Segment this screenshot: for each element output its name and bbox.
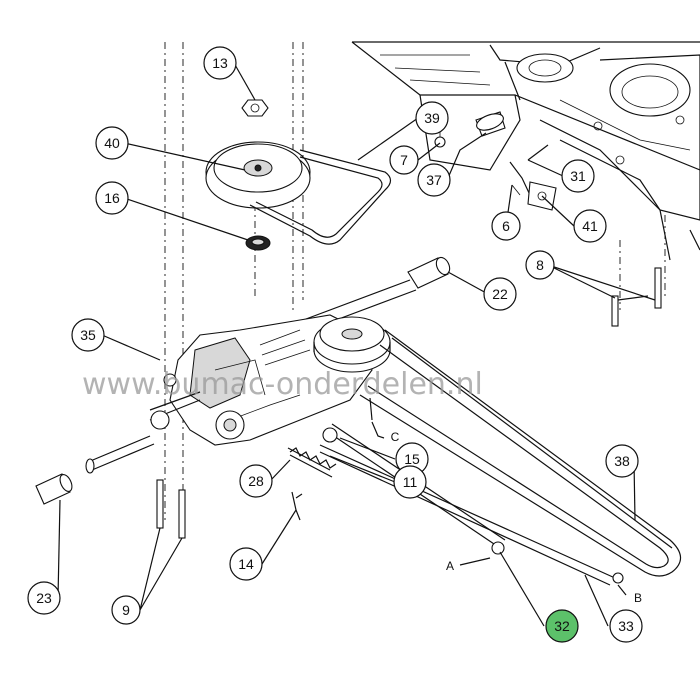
long-bolts xyxy=(156,479,186,539)
callout-14: 14 xyxy=(229,547,263,581)
callout-number: 33 xyxy=(618,618,634,634)
callout-22: 22 xyxy=(483,277,517,311)
callout-39: 39 xyxy=(415,101,449,135)
long-belt xyxy=(359,329,682,577)
callout-circle xyxy=(27,581,61,615)
callout-number: 16 xyxy=(104,190,120,206)
callout-37: 37 xyxy=(417,163,451,197)
callout-number: 38 xyxy=(614,453,630,469)
callout-7: 7 xyxy=(389,145,419,175)
leader-lines xyxy=(57,62,656,627)
callout-circle xyxy=(525,250,555,280)
callout-number: 32 xyxy=(554,618,570,634)
callout-31: 31 xyxy=(561,159,595,193)
callout-circle xyxy=(605,444,639,478)
callout-circle xyxy=(393,465,427,499)
callout-number: 39 xyxy=(424,110,440,126)
callout-circle xyxy=(415,101,449,135)
callout-9: 9 xyxy=(111,595,141,625)
callout-23: 23 xyxy=(27,581,61,615)
callout-circle xyxy=(239,464,273,498)
callout-number: 37 xyxy=(426,172,442,188)
callout-number: 11 xyxy=(403,474,418,490)
callout-circle xyxy=(491,211,521,241)
callout-circle xyxy=(417,163,451,197)
callout-32: 32 xyxy=(545,609,579,643)
engine-pulley xyxy=(205,141,311,209)
short-belt xyxy=(249,149,392,245)
callout-number: 15 xyxy=(404,451,420,467)
frame-chassis xyxy=(351,41,700,300)
callout-circle xyxy=(203,46,237,80)
callout-number: 14 xyxy=(238,556,254,572)
callout-circle xyxy=(95,181,129,215)
callout-16: 16 xyxy=(95,181,129,215)
callout-circle xyxy=(111,595,141,625)
callout-number: 41 xyxy=(582,218,598,234)
callout-circle xyxy=(609,609,643,643)
callout-11: 11 xyxy=(393,465,427,499)
callout-8: 8 xyxy=(525,250,555,280)
callout-circle xyxy=(71,318,105,352)
callout-13: 13 xyxy=(203,46,237,80)
callout-number: 22 xyxy=(492,286,508,302)
callout-circle xyxy=(561,159,595,193)
callout-circle xyxy=(573,209,607,243)
callout-number: 7 xyxy=(400,152,408,168)
callout-38: 38 xyxy=(605,444,639,478)
callout-circle xyxy=(229,547,263,581)
tube-23 xyxy=(35,473,73,505)
transmission-pulley xyxy=(313,316,391,373)
callout-41: 41 xyxy=(573,209,607,243)
letter-b: B xyxy=(634,591,642,605)
idler-bracket-parts xyxy=(434,111,557,211)
callout-number: 13 xyxy=(212,55,228,71)
bearing xyxy=(245,235,271,251)
guide-lines xyxy=(164,42,621,520)
callout-circle xyxy=(389,145,419,175)
callout-circle xyxy=(95,126,129,160)
callouts: 13 40 16 39 7 37 31 6 41 8 22 35 15 11 38 28 14 23 9 32 33 xyxy=(27,46,643,643)
linkage-rods xyxy=(287,397,624,586)
spring xyxy=(289,447,337,469)
watermark-text: www.bumac-onderdelen.nl xyxy=(82,367,483,402)
callout-circle xyxy=(545,609,579,643)
callout-number: 35 xyxy=(80,327,96,343)
callout-number: 9 xyxy=(122,602,130,618)
callout-35: 35 xyxy=(71,318,105,352)
callout-number: 23 xyxy=(36,590,52,606)
callout-number: 8 xyxy=(536,257,544,273)
hex-nut xyxy=(241,99,269,117)
callout-28: 28 xyxy=(239,464,273,498)
callout-number: 28 xyxy=(248,473,264,489)
bolts xyxy=(611,267,662,327)
callout-40: 40 xyxy=(95,126,129,160)
letter-c: C xyxy=(391,430,400,444)
letter-a: A xyxy=(446,559,454,573)
callout-number: 6 xyxy=(502,218,510,234)
callout-circle xyxy=(483,277,517,311)
callout-number: 40 xyxy=(104,135,120,151)
callout-33: 33 xyxy=(609,609,643,643)
clip-pin xyxy=(291,491,303,521)
callout-number: 31 xyxy=(570,168,586,184)
callout-6: 6 xyxy=(491,211,521,241)
